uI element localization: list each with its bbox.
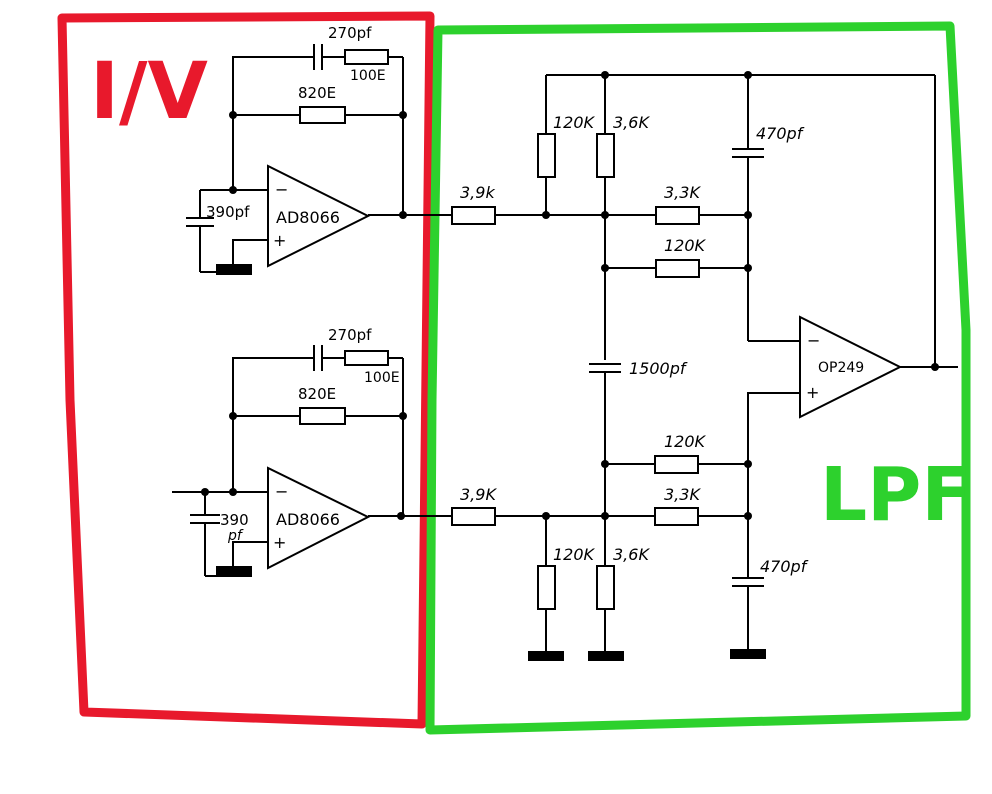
junction-dot <box>229 488 237 496</box>
iv-region-label: I/V <box>90 47 208 137</box>
junction-dot <box>229 186 237 194</box>
wire <box>232 541 268 566</box>
component-label: − <box>807 331 820 350</box>
res-120k-top-shunt <box>537 133 556 178</box>
opamp-label: AD8066 <box>276 510 340 529</box>
opamp-label: AD8066 <box>276 208 340 227</box>
component-label: − <box>275 482 288 501</box>
junction-dot <box>399 211 407 219</box>
res-120k-bottom-shunt <box>537 565 556 610</box>
junction-dot <box>229 111 237 119</box>
ground-lpf-2 <box>588 651 624 661</box>
res-label: 820E <box>298 385 336 403</box>
ground-iv-top <box>216 264 252 275</box>
wire <box>232 239 268 264</box>
res-label: 120K <box>553 545 596 564</box>
res-820e-bottom <box>299 407 346 425</box>
res-3-6k-bottom-shunt <box>596 565 615 610</box>
cap-label: 470pf <box>760 557 809 576</box>
res-label: 3,3K <box>664 183 701 202</box>
wire <box>232 357 314 492</box>
res-3-9k-top <box>451 206 496 225</box>
res-120k-top-bridge <box>655 259 700 278</box>
junction-dot <box>399 111 407 119</box>
res-820e-top <box>299 106 346 124</box>
res-3-6k-top-shunt <box>596 133 615 178</box>
cap-label: 270pf <box>328 326 372 344</box>
cap-label: 390 <box>220 511 249 529</box>
res-label: 120K <box>664 432 707 451</box>
res-label: 120K <box>553 113 596 132</box>
junction-dot <box>399 412 407 420</box>
iv-stage-bottom: − + AD8066 390 pf 270pf 100E 820E <box>172 326 452 577</box>
lpf-region-outline <box>425 21 971 735</box>
cap-label: 470pf <box>756 124 805 143</box>
ground-lpf-3 <box>730 649 766 659</box>
junction-dot <box>397 512 405 520</box>
res-120k-bottom-bridge <box>654 455 699 474</box>
res-3-3k-top <box>655 206 700 225</box>
res-label: 3,6K <box>613 113 650 132</box>
ground-lpf-1 <box>528 651 564 661</box>
ground-iv-bottom <box>216 566 252 577</box>
component-label: − <box>275 180 288 199</box>
res-label: 3,3K <box>664 485 701 504</box>
res-100e-bottom <box>344 350 389 366</box>
res-label: 3,9K <box>460 485 497 504</box>
opamp-label: OP249 <box>818 360 864 376</box>
wire <box>747 392 800 578</box>
res-label: 3,6K <box>613 545 650 564</box>
component-label: + <box>273 533 286 552</box>
res-100e-top <box>344 49 389 65</box>
cap-label: 1500pf <box>629 359 688 378</box>
cap-label: 270pf <box>328 24 372 42</box>
wire <box>232 56 314 190</box>
opamp-ad8066-bottom <box>267 466 371 570</box>
res-label: 100E <box>364 370 400 386</box>
res-3-3k-bottom <box>654 507 699 526</box>
component-label: + <box>273 231 286 250</box>
iv-stage-top: − + AD8066 390pf 270pf 100E 820E <box>186 24 452 275</box>
cap-label: pf <box>227 528 244 544</box>
lpf-region-label: LPF <box>820 452 972 538</box>
iv-region-outline <box>57 11 435 729</box>
junction-dot <box>931 363 939 371</box>
opamp-op249 <box>799 315 903 419</box>
res-label: 100E <box>350 68 386 84</box>
res-label: 120K <box>664 236 707 255</box>
lpf-network: − + OP249 3,9k 120K 3,6K 3,3K 120K 470pf… <box>451 71 958 661</box>
opamp-ad8066-top <box>267 164 371 268</box>
res-3-9k-bottom <box>451 507 496 526</box>
res-label: 820E <box>298 84 336 102</box>
component-label: + <box>806 383 819 402</box>
cap-label: 390pf <box>206 203 250 221</box>
res-label: 3,9k <box>460 183 495 202</box>
junction-dot <box>229 412 237 420</box>
